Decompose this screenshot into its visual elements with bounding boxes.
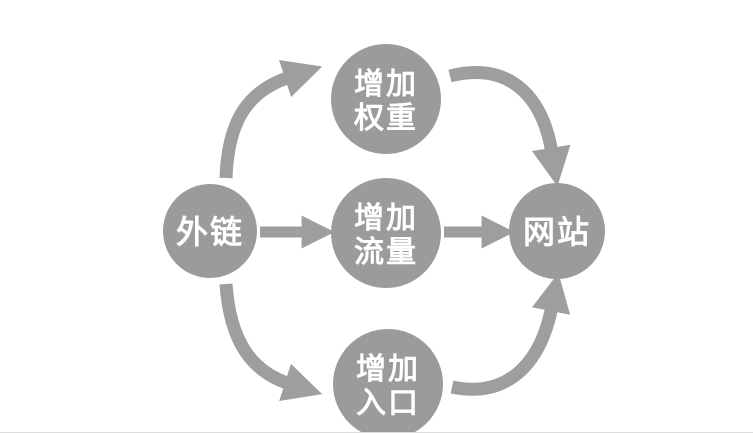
node-benefit-top-label-line1: 增加 [354,68,418,101]
node-benefit-middle-label-line1: 增加 [354,202,418,235]
node-source-label: 外链 [176,214,244,250]
node-benefit-bottom-circle [333,329,443,433]
arrow-top-to-target [448,66,571,187]
arrow-bottom-to-target [450,272,571,396]
node-benefit-top-circle [331,44,441,154]
node-benefit-middle-label-line2: 流量 [354,236,418,269]
node-benefit-bottom-label-line2: 入口 [356,387,420,420]
node-benefit-middle-circle [331,178,441,288]
node-target-circle [509,183,605,279]
node-benefit-bottom-label-line1: 增加 [356,353,420,386]
arrow-source-to-top [219,60,323,179]
node-target-label: 网站 [523,214,591,250]
node-benefit-top-label-line2: 权重 [353,102,418,135]
arrow-source-to-bottom [219,283,323,402]
node-source-circle [163,184,257,278]
